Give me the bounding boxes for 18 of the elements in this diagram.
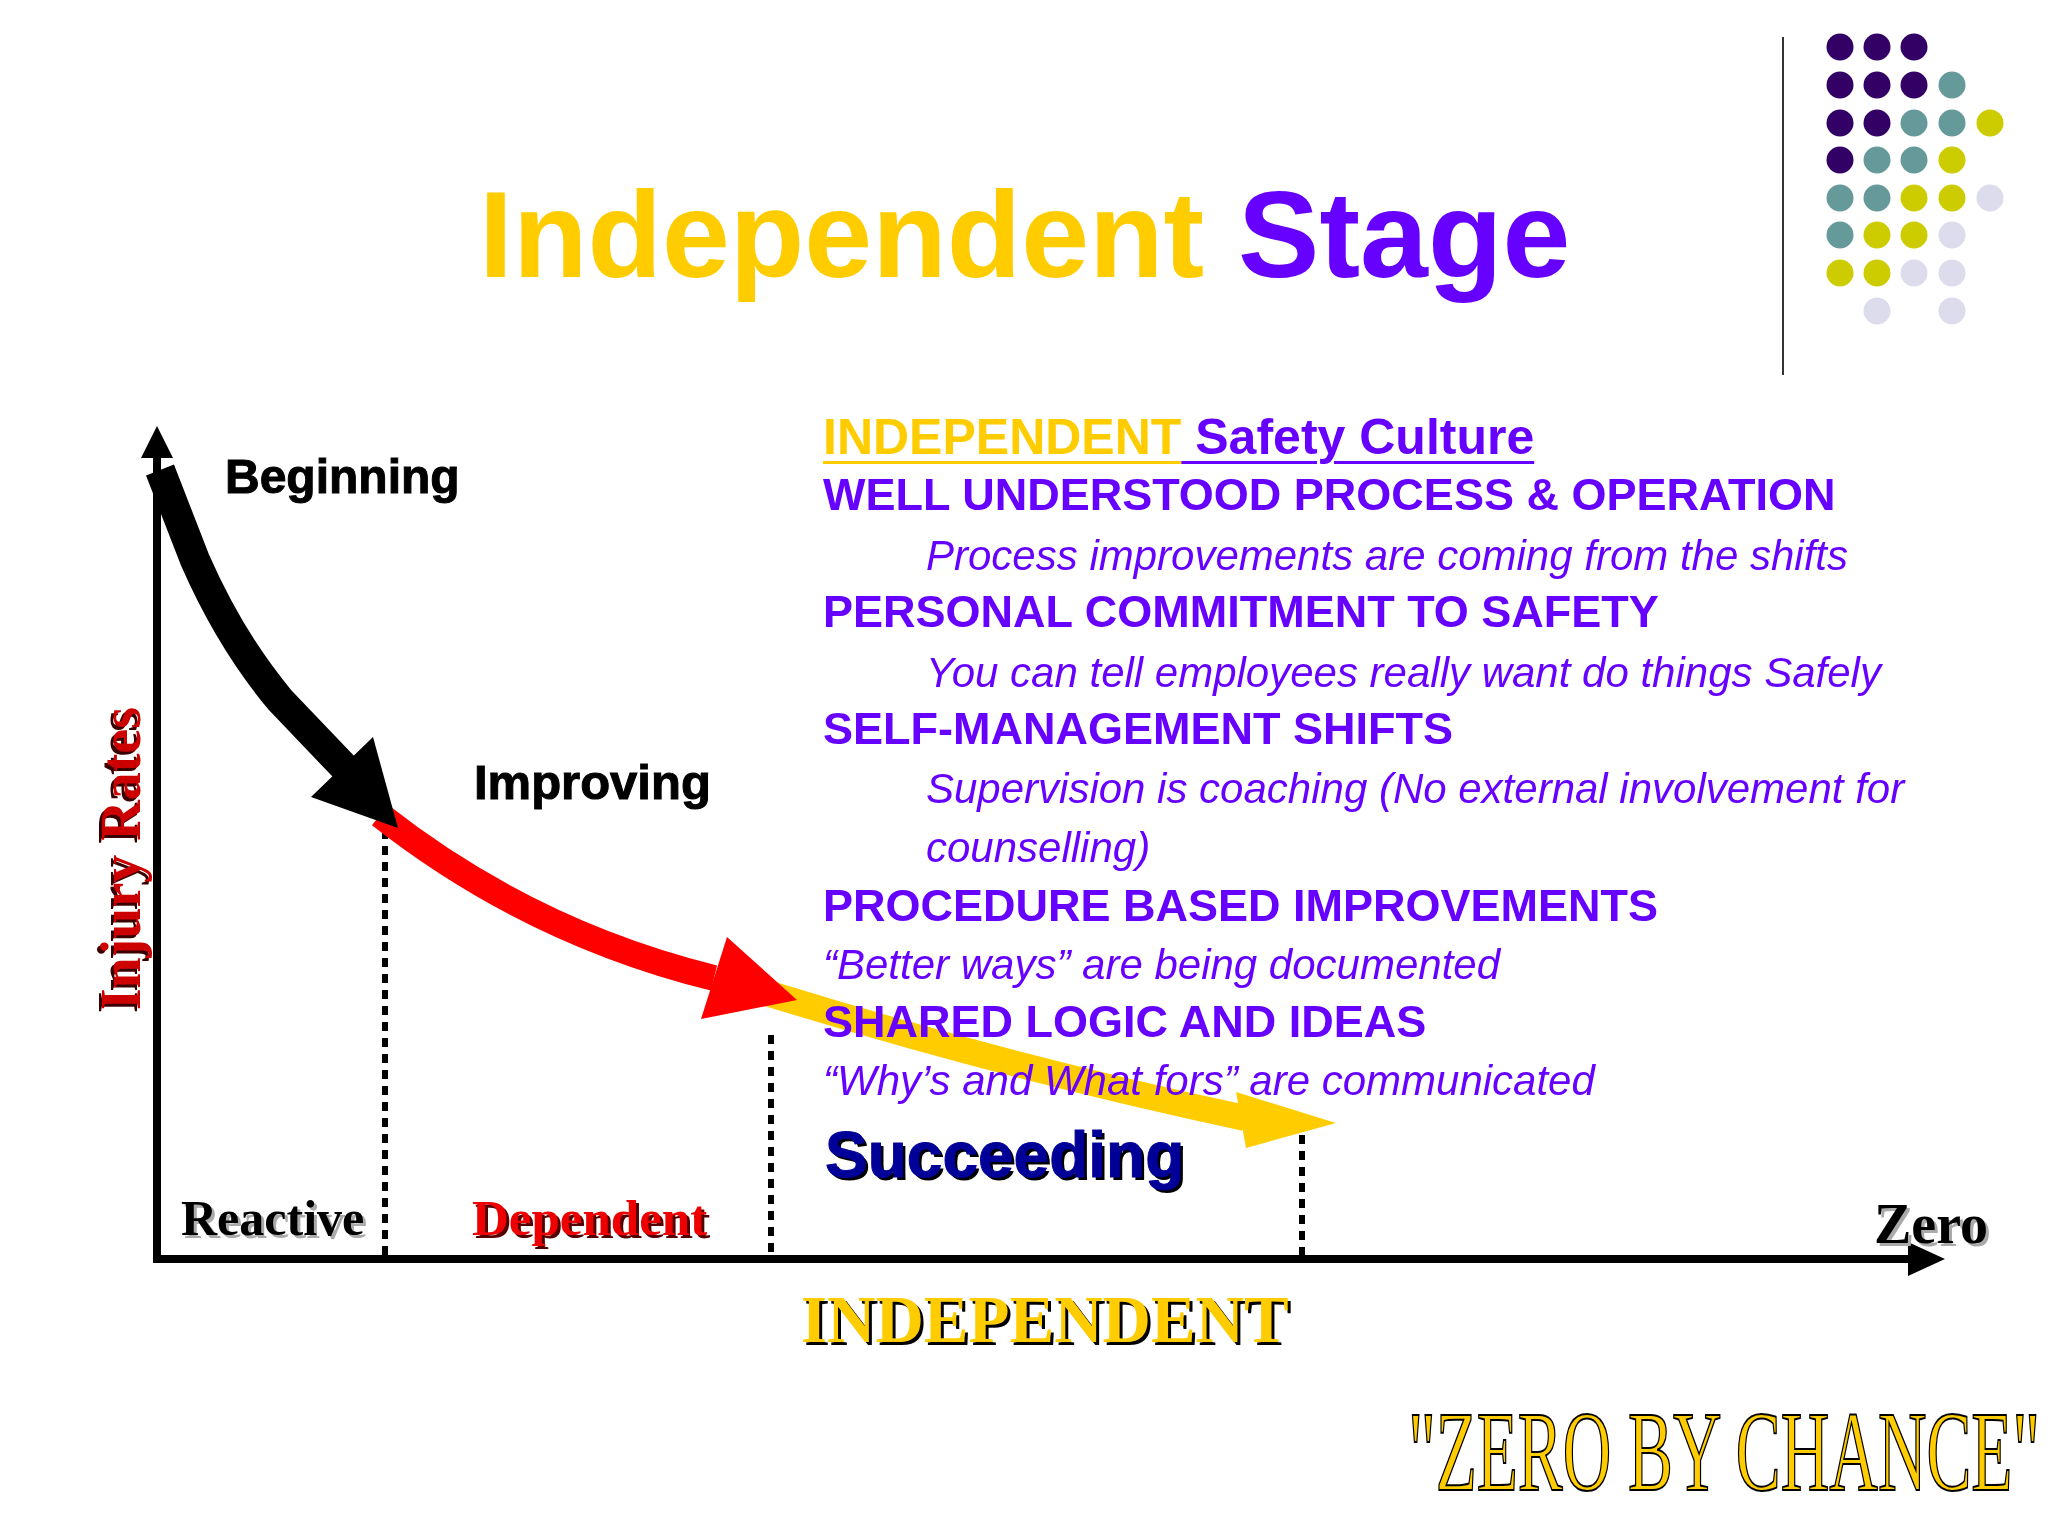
slogan: "ZERO BY CHANCE" (1408, 1387, 2040, 1518)
point-description: “Better ways” are being documented (823, 940, 1501, 990)
axis-label: Injury Rates (89, 707, 153, 1011)
axis-end-label: Zero (1874, 1191, 1989, 1257)
stage-label: Succeeding (825, 1119, 1185, 1193)
stage-label: Beginning (225, 449, 460, 505)
stage-label: Reactive (181, 1190, 365, 1248)
point-description: You can tell employees really want do things Safely (926, 648, 1881, 698)
point-heading: PERSONAL COMMITMENT TO SAFETY (823, 585, 1659, 638)
point-description: Supervision is coaching (No external involvement for counselling) (926, 764, 1907, 873)
stage-label: Dependent (472, 1189, 708, 1248)
page-title: Independent Stage (479, 165, 1571, 305)
section-heading: INDEPENDENT Safety Culture (823, 409, 1535, 467)
point-description: Process improvements are coming from the shifts (926, 531, 1848, 581)
stage-label: Improving (474, 754, 711, 811)
stage-label: INDEPENDENT (801, 1281, 1289, 1358)
point-heading: SELF-MANAGEMENT SHIFTS (823, 702, 1453, 755)
point-heading: PROCEDURE BASED IMPROVEMENTS (823, 879, 1659, 932)
